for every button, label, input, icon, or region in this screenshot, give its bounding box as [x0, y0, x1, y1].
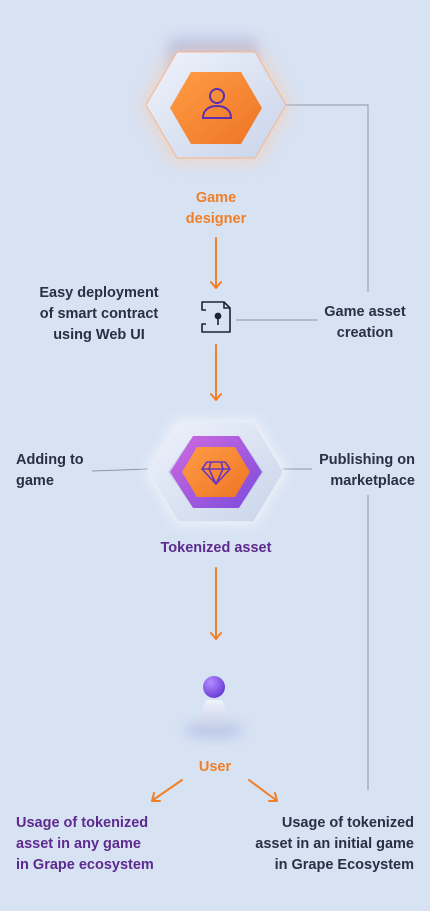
game-designer-node	[142, 38, 290, 162]
diamond-icon	[201, 461, 231, 485]
arrow-asset-to-user	[210, 567, 222, 640]
tokenized-asset-label: Tokenized asset	[160, 540, 272, 556]
arrow-designer-to-contract	[210, 237, 222, 289]
arrow-contract-to-asset	[210, 344, 222, 401]
easy-deployment-label: Easy deployment of smart contract using …	[39, 285, 159, 343]
adding-to-game-label: Adding to game	[16, 452, 84, 489]
publishing-label: Publishing on marketplace	[319, 452, 415, 489]
arrow-user-to-right	[248, 779, 278, 802]
arrow-user-to-left	[151, 779, 183, 802]
usage-initial-game-label: Usage of tokenized asset in an initial g…	[255, 815, 414, 873]
smart-contract-icon	[201, 301, 231, 333]
designer-to-creation-line	[284, 104, 369, 292]
player-pawn-icon	[184, 676, 244, 738]
user-label: User	[198, 759, 232, 775]
game-asset-creation-label: Game asset creation	[324, 304, 406, 341]
usage-any-game-label: Usage of tokenized asset in any game in …	[16, 815, 154, 873]
user-icon	[201, 88, 233, 119]
connector-lines	[91, 104, 369, 790]
game-designer-label: Game designer	[185, 190, 247, 227]
flow-arrows	[151, 237, 278, 802]
tokenized-asset-node	[144, 418, 288, 526]
adding-to-game-line	[91, 468, 149, 472]
